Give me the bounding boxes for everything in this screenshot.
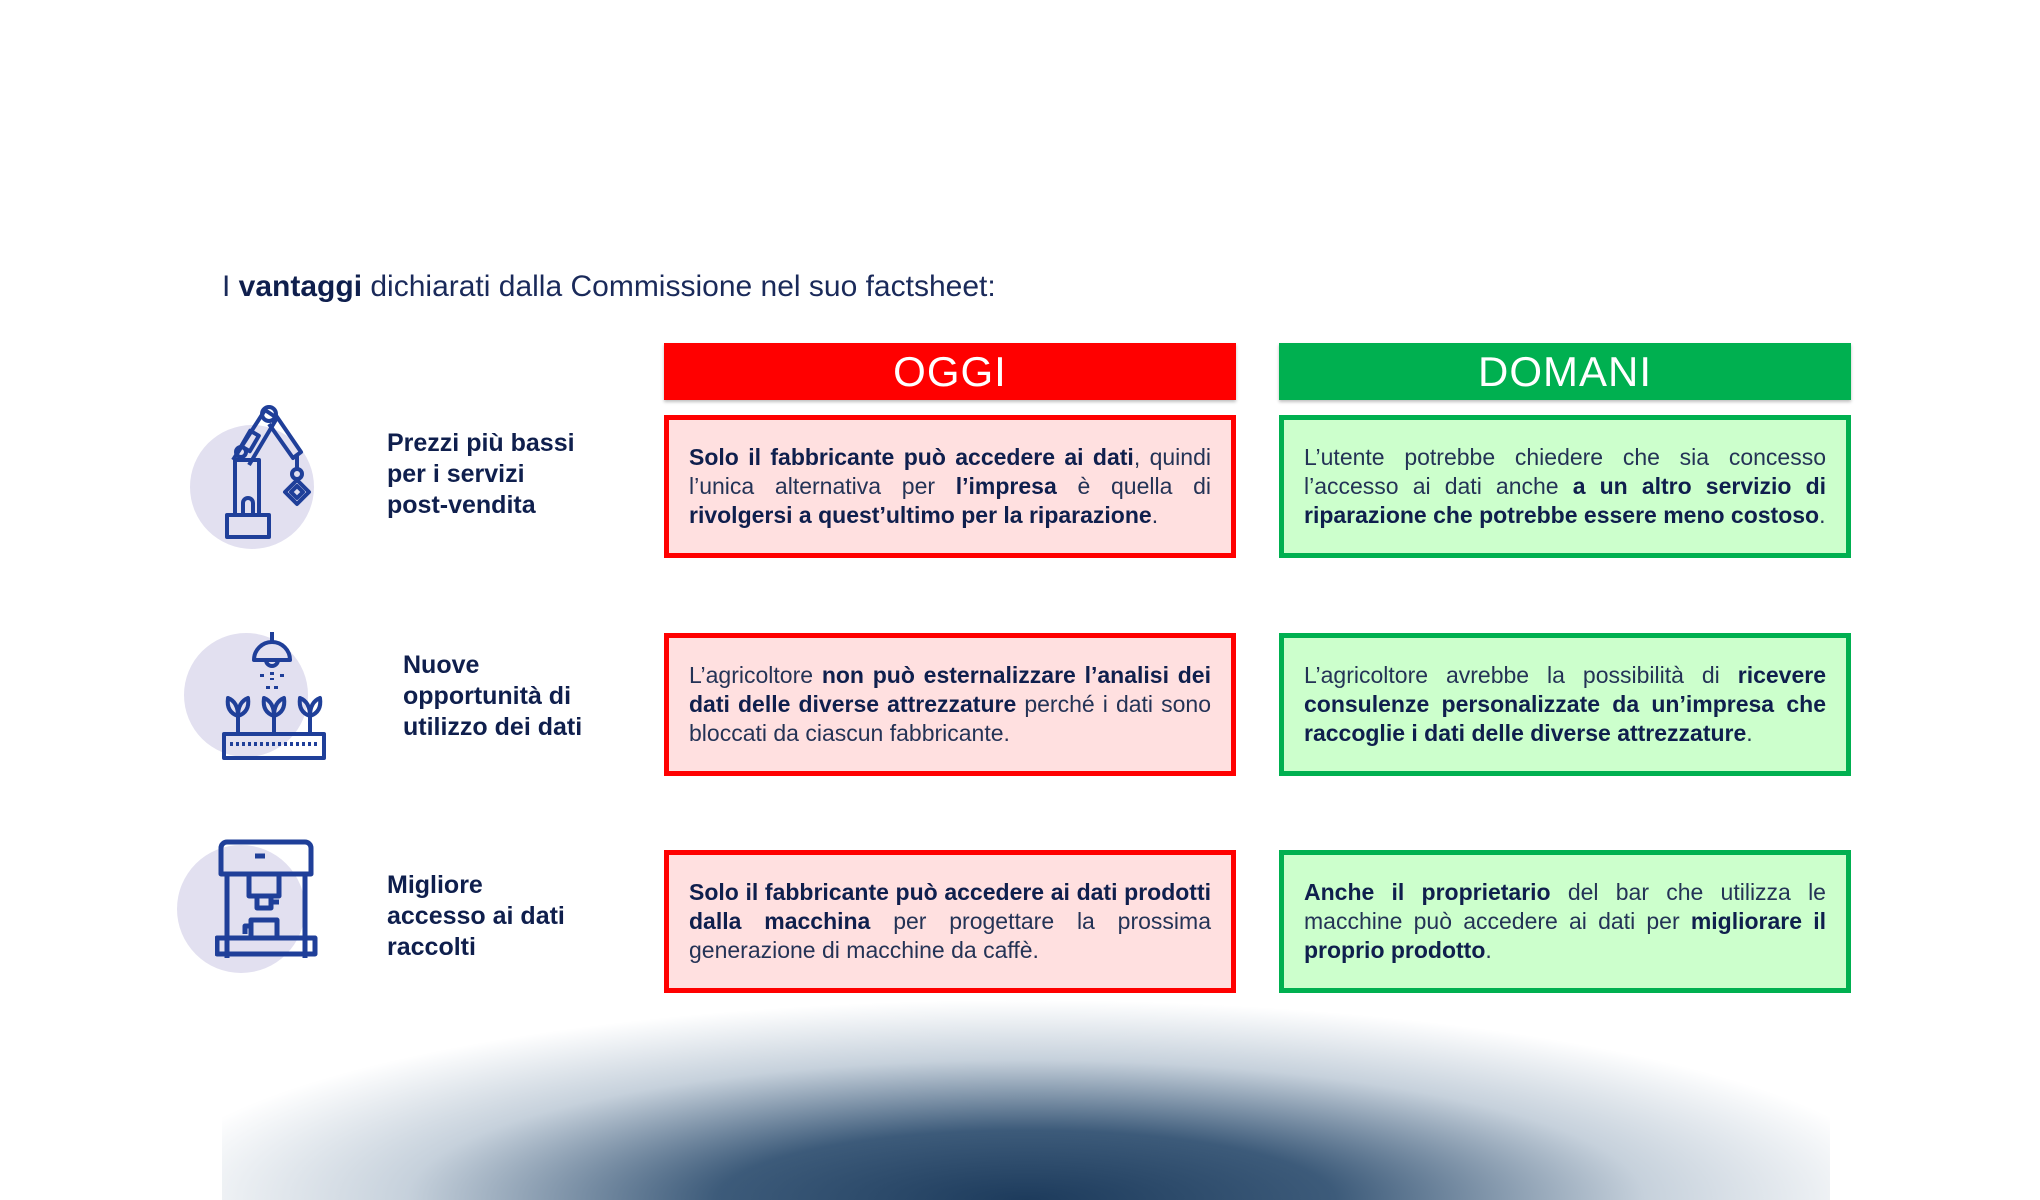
today-box-data-access: Solo il fabbricante può accedere ai dati… bbox=[664, 850, 1236, 993]
text-segment: , quindi l’unica alternativa per bbox=[689, 444, 1211, 499]
bold-text-segment: non può esternalizzare l’analisi dei dat… bbox=[689, 662, 1211, 717]
bold-text-segment: ricevere consulenze personalizzate da un… bbox=[1304, 662, 1826, 746]
tomorrow-box-prices: L’utente potrebbe chiedere che sia conce… bbox=[1279, 415, 1851, 558]
label-line: Migliore bbox=[387, 871, 483, 899]
box-text: L’agricoltore avrebbe la possibilità di … bbox=[1304, 661, 1826, 748]
bold-text-segment: rivolgersi a quest’ultimo per la riparaz… bbox=[689, 502, 1152, 528]
column-header-tomorrow: DOMANI bbox=[1279, 343, 1851, 400]
row-label-data-access: Migliore accesso ai dati raccolti bbox=[387, 870, 565, 963]
bold-text-segment: migliorare il proprio prodotto bbox=[1304, 908, 1827, 963]
text-segment: L’agricoltore avrebbe la possibilità di bbox=[1304, 662, 1738, 688]
today-box-prices: Solo il fabbricante può accedere ai dati… bbox=[664, 415, 1236, 558]
column-header-today: OGGI bbox=[664, 343, 1236, 400]
text-segment: per progettare la prossima generazione d… bbox=[689, 908, 1211, 963]
label-line: Nuove bbox=[403, 651, 480, 679]
label-line: per i servizi bbox=[387, 460, 525, 488]
intro-prefix: I bbox=[222, 270, 239, 303]
label-line: post-vendita bbox=[387, 491, 536, 519]
label-line: accesso ai dati bbox=[387, 902, 565, 930]
today-box-data-opportunities: L’agricoltore non può esternalizzare l’a… bbox=[664, 633, 1236, 776]
box-text: Solo il fabbricante può accedere ai dati… bbox=[689, 443, 1211, 530]
intro-heading: I vantaggi dichiarati dalla Commissione … bbox=[222, 270, 996, 304]
bold-text-segment: a un altro servizio di riparazione che p… bbox=[1304, 473, 1827, 528]
box-text: Solo il fabbricante può accedere ai dati… bbox=[689, 878, 1211, 965]
label-line: raccolti bbox=[387, 933, 476, 961]
bold-text-segment: Anche il proprietario bbox=[1304, 879, 1551, 905]
bold-text-segment: Solo il fabbricante può accedere ai dati… bbox=[689, 879, 1211, 934]
intro-bold: vantaggi bbox=[238, 270, 363, 303]
text-segment: è quella di bbox=[1056, 473, 1212, 499]
label-line: Prezzi più bassi bbox=[387, 429, 575, 457]
plant-sprinkler-icon bbox=[222, 632, 326, 760]
box-text: L’utente potrebbe chiedere che sia conce… bbox=[1304, 443, 1826, 530]
coffee-machine-icon bbox=[215, 839, 318, 958]
text-segment: . bbox=[1819, 502, 1826, 528]
text-segment: . bbox=[1746, 720, 1753, 746]
bottom-gradient-decoration bbox=[222, 1000, 1830, 1200]
intro-suffix: dichiarati dalla Commissione nel suo fac… bbox=[362, 270, 996, 303]
text-segment: . bbox=[1485, 937, 1492, 963]
label-line: opportunità di bbox=[403, 682, 572, 710]
bold-text-segment: l’impresa bbox=[955, 473, 1057, 499]
box-text: L’agricoltore non può esternalizzare l’a… bbox=[689, 661, 1211, 748]
row-label-prices: Prezzi più bassi per i servizi post-vend… bbox=[387, 428, 575, 521]
tomorrow-box-data-opportunities: L’agricoltore avrebbe la possibilità di … bbox=[1279, 633, 1851, 776]
tomorrow-box-data-access: Anche il proprietario del bar che utiliz… bbox=[1279, 850, 1851, 993]
robot-arm-icon bbox=[225, 405, 311, 539]
text-segment: perché i dati sono bloccati da ciascun f… bbox=[689, 691, 1211, 746]
box-text: Anche il proprietario del bar che utiliz… bbox=[1304, 878, 1826, 965]
text-segment: L’agricoltore bbox=[689, 662, 822, 688]
text-segment: . bbox=[1151, 502, 1159, 528]
text-segment: L’utente potrebbe chiedere che sia conce… bbox=[1304, 444, 1826, 499]
bold-text-segment: Solo il fabbricante può accedere ai dati bbox=[689, 444, 1134, 470]
row-label-data-opportunities: Nuove opportunità di utilizzo dei dati bbox=[403, 650, 582, 743]
label-line: utilizzo dei dati bbox=[403, 713, 583, 741]
text-segment: del bar che utilizza le macchine può acc… bbox=[1304, 879, 1826, 934]
